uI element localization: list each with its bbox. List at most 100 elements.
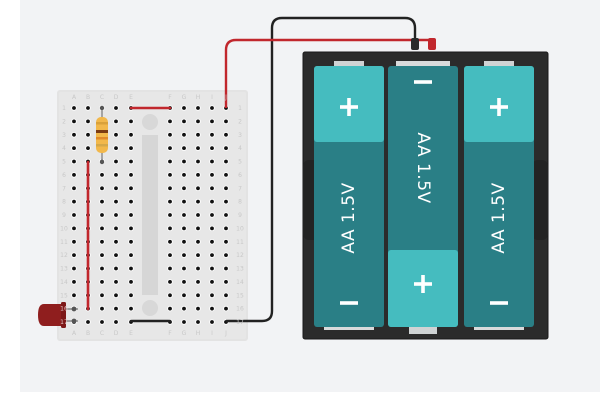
breadboard-hole[interactable] — [224, 199, 228, 204]
breadboard-hole[interactable] — [72, 293, 76, 298]
breadboard-hole[interactable] — [100, 199, 104, 204]
breadboard-hole[interactable] — [129, 132, 133, 137]
breadboard-hole[interactable] — [196, 266, 200, 271]
negative-terminal[interactable] — [411, 38, 419, 50]
breadboard-hole[interactable] — [72, 226, 76, 231]
breadboard-hole[interactable] — [196, 186, 200, 191]
breadboard-hole[interactable] — [196, 293, 200, 298]
breadboard-hole[interactable] — [72, 186, 76, 191]
breadboard-hole[interactable] — [168, 213, 172, 217]
breadboard-hole[interactable] — [72, 159, 76, 164]
breadboard-hole[interactable] — [224, 159, 228, 164]
breadboard-hole[interactable] — [129, 186, 133, 191]
breadboard-hole[interactable] — [168, 266, 172, 271]
breadboard-hole[interactable] — [86, 106, 90, 110]
breadboard-hole[interactable] — [72, 239, 76, 244]
breadboard-hole[interactable] — [114, 199, 118, 204]
breadboard-hole[interactable] — [210, 146, 214, 151]
breadboard-hole[interactable] — [182, 119, 186, 124]
breadboard-hole[interactable] — [86, 132, 90, 137]
breadboard-hole[interactable] — [129, 146, 133, 151]
breadboard-hole[interactable] — [129, 159, 133, 164]
breadboard[interactable] — [57, 90, 248, 341]
breadboard-hole[interactable] — [72, 173, 76, 177]
breadboard-hole[interactable] — [182, 239, 186, 244]
breadboard-hole[interactable] — [210, 173, 214, 177]
breadboard-hole[interactable] — [210, 199, 214, 204]
breadboard-hole[interactable] — [114, 266, 118, 271]
breadboard-hole[interactable] — [196, 320, 200, 324]
breadboard-hole[interactable] — [224, 280, 228, 284]
breadboard-hole[interactable] — [182, 159, 186, 164]
breadboard-hole[interactable] — [196, 106, 200, 110]
breadboard-hole[interactable] — [72, 119, 76, 124]
breadboard-hole[interactable] — [224, 226, 228, 231]
breadboard-hole[interactable] — [114, 253, 118, 257]
breadboard-hole[interactable] — [182, 186, 186, 191]
breadboard-hole[interactable] — [100, 280, 104, 284]
breadboard-hole[interactable] — [196, 213, 200, 217]
breadboard-hole[interactable] — [100, 239, 104, 244]
breadboard-hole[interactable] — [114, 106, 118, 110]
breadboard-hole[interactable] — [196, 119, 200, 124]
breadboard-hole[interactable] — [182, 253, 186, 257]
breadboard-hole[interactable] — [168, 253, 172, 257]
breadboard-hole[interactable] — [196, 306, 200, 311]
breadboard-hole[interactable] — [114, 306, 118, 311]
breadboard-hole[interactable] — [129, 280, 133, 284]
breadboard-hole[interactable] — [210, 159, 214, 164]
breadboard-hole[interactable] — [210, 186, 214, 191]
breadboard-hole[interactable] — [72, 199, 76, 204]
breadboard-hole[interactable] — [114, 159, 118, 164]
breadboard-hole[interactable] — [224, 186, 228, 191]
breadboard-hole[interactable] — [168, 293, 172, 298]
breadboard-hole[interactable] — [196, 146, 200, 151]
breadboard-hole[interactable] — [196, 280, 200, 284]
breadboard-hole[interactable] — [114, 173, 118, 177]
breadboard-hole[interactable] — [224, 146, 228, 151]
breadboard-hole[interactable] — [210, 293, 214, 298]
breadboard-hole[interactable] — [100, 306, 104, 311]
breadboard-hole[interactable] — [168, 226, 172, 231]
breadboard-hole[interactable] — [114, 320, 118, 324]
breadboard-hole[interactable] — [224, 119, 228, 124]
breadboard-hole[interactable] — [114, 226, 118, 231]
breadboard-hole[interactable] — [129, 119, 133, 124]
breadboard-hole[interactable] — [196, 159, 200, 164]
breadboard-hole[interactable] — [182, 280, 186, 284]
breadboard-hole[interactable] — [182, 132, 186, 137]
breadboard-hole[interactable] — [168, 173, 172, 177]
breadboard-hole[interactable] — [182, 226, 186, 231]
breadboard-hole[interactable] — [72, 253, 76, 257]
breadboard-hole[interactable] — [182, 173, 186, 177]
breadboard-hole[interactable] — [100, 266, 104, 271]
breadboard-hole[interactable] — [114, 186, 118, 191]
breadboard-hole[interactable] — [224, 213, 228, 217]
breadboard-hole[interactable] — [210, 213, 214, 217]
breadboard-hole[interactable] — [210, 226, 214, 231]
breadboard-hole[interactable] — [114, 239, 118, 244]
breadboard-hole[interactable] — [168, 199, 172, 204]
breadboard-hole[interactable] — [168, 306, 172, 311]
breadboard-hole[interactable] — [114, 293, 118, 298]
breadboard-hole[interactable] — [210, 132, 214, 137]
battery-cell[interactable]: AA 1.5V — [388, 61, 458, 334]
breadboard-hole[interactable] — [182, 293, 186, 298]
breadboard-hole[interactable] — [210, 106, 214, 110]
breadboard-hole[interactable] — [129, 199, 133, 204]
breadboard-hole[interactable] — [224, 132, 228, 137]
breadboard-hole[interactable] — [210, 306, 214, 311]
breadboard-hole[interactable] — [129, 239, 133, 244]
breadboard-hole[interactable] — [224, 293, 228, 298]
breadboard-hole[interactable] — [100, 213, 104, 217]
breadboard-hole[interactable] — [100, 320, 104, 324]
breadboard-hole[interactable] — [100, 186, 104, 191]
battery-cell[interactable]: AA 1.5V — [464, 61, 534, 330]
breadboard-hole[interactable] — [182, 266, 186, 271]
breadboard-hole[interactable] — [129, 173, 133, 177]
breadboard-hole[interactable] — [100, 253, 104, 257]
breadboard-hole[interactable] — [210, 253, 214, 257]
breadboard-hole[interactable] — [182, 146, 186, 151]
breadboard-hole[interactable] — [224, 239, 228, 244]
breadboard-hole[interactable] — [196, 199, 200, 204]
